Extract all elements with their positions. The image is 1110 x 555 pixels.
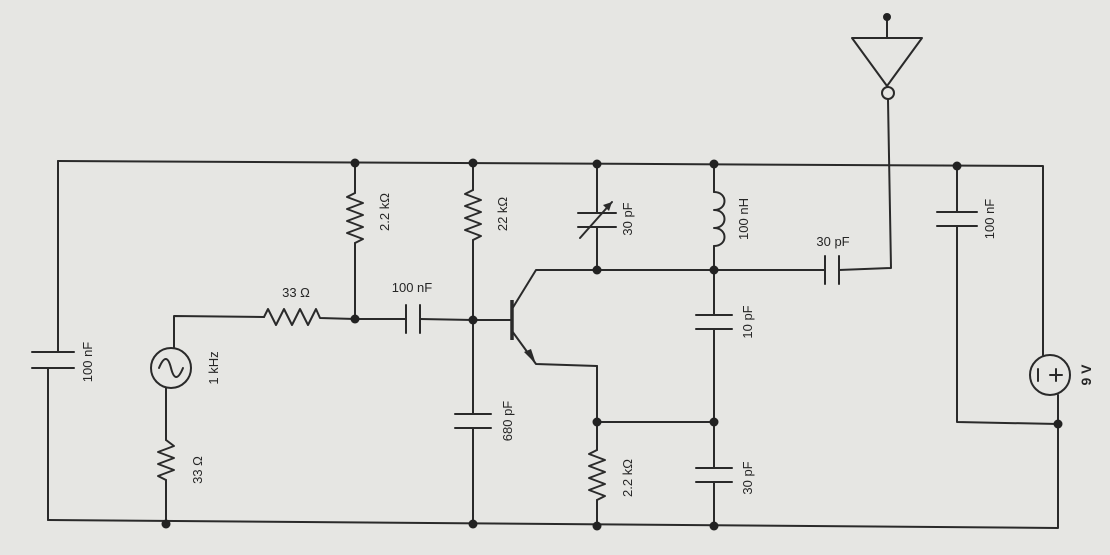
label-33-series: 33 Ω	[282, 285, 310, 300]
inductor-icon	[713, 191, 726, 247]
label-100nF-left: 100 nF	[80, 342, 95, 383]
antenna-icon	[851, 13, 923, 100]
resistor-2k2-top	[346, 192, 364, 244]
junction-dots	[161, 158, 1063, 531]
capacitor-10pF	[695, 314, 733, 330]
capacitor-680pF	[454, 413, 492, 429]
label-2k2-emitter: 2.2 kΩ	[620, 459, 635, 497]
variable-capacitor-icon	[577, 201, 617, 239]
cap-100nF-right-wire	[956, 165, 1059, 425]
bottom-rail	[47, 394, 1059, 529]
label-33-left: 33 Ω	[190, 456, 205, 484]
label-2k2-top: 2.2 kΩ	[377, 193, 392, 231]
resistor-2k2-emitter	[588, 449, 606, 501]
top-rail	[57, 160, 1044, 356]
ac-source-icon	[150, 347, 192, 389]
label-30pF-antenna: 30 pF	[816, 234, 849, 249]
label-9V: 9 V	[1078, 364, 1094, 386]
label-680pF: 680 pF	[500, 401, 515, 442]
capacitor-30pF-antenna	[824, 255, 840, 285]
label-100nF-coupling: 100 nF	[392, 280, 433, 295]
label-30pF-var: 30 pF	[620, 202, 635, 235]
label-30pF-bottom: 30 pF	[740, 461, 755, 494]
npn-transistor-icon	[472, 269, 598, 367]
capacitor-30pF-bottom	[695, 467, 733, 483]
capacitor-100nF-coupling	[405, 304, 421, 334]
label-10pF: 10 pF	[740, 305, 755, 338]
resistor-33-series	[263, 308, 356, 326]
resistor-33-left	[157, 439, 175, 481]
left-branch-wire	[47, 160, 59, 521]
label-100nF-right: 100 nF	[982, 199, 997, 240]
label-100nH: 100 nH	[736, 198, 751, 240]
coupling-cap-wire	[354, 318, 474, 321]
dc-source-icon	[1029, 354, 1071, 396]
resistor-22k	[464, 189, 482, 241]
source-top-wire	[173, 315, 265, 349]
capacitor-100nF-right	[936, 211, 978, 227]
antenna-feed-wire	[838, 99, 892, 271]
label-22k: 22 kΩ	[495, 197, 510, 232]
emitter-wire	[596, 365, 715, 423]
label-1kHz: 1 kHz	[206, 351, 221, 384]
capacitor-100nF-left	[31, 351, 75, 369]
